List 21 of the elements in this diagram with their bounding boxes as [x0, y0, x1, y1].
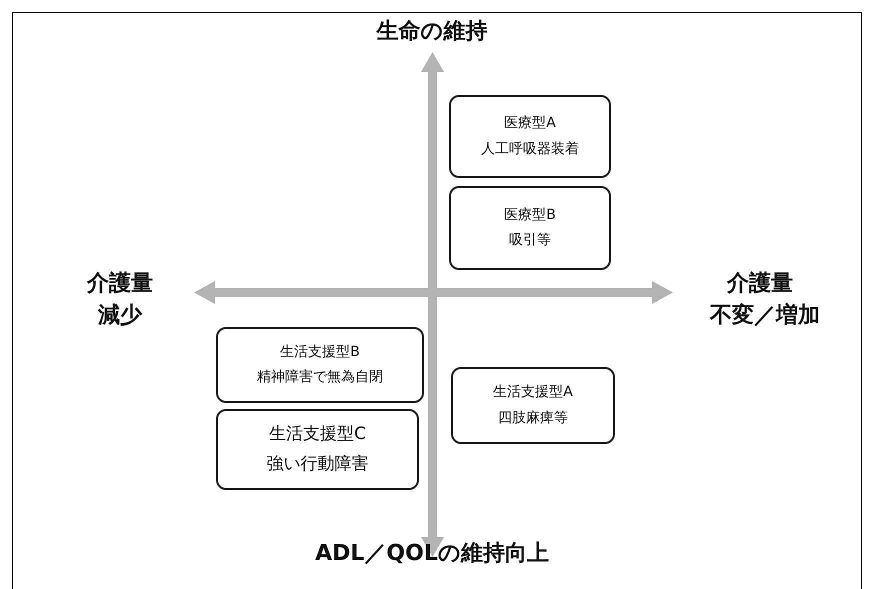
box-heading: 生活支援型B	[280, 344, 360, 361]
axis-label: 減少	[96, 302, 144, 330]
axis-label: 生命の維持	[375, 18, 488, 46]
box-heading: 生活支援型C	[269, 424, 366, 446]
axis-label: 介護量	[726, 270, 794, 298]
category-box	[449, 186, 611, 270]
box-heading: 医療型B	[504, 206, 556, 224]
axis-label: ADL／QOLの維持向上	[314, 540, 550, 568]
box-heading: 生活支援型A	[493, 384, 573, 402]
box-description: 人工呼吸器装着	[481, 140, 579, 158]
category-box	[451, 367, 615, 444]
category-box	[216, 409, 419, 490]
category-box	[449, 95, 611, 178]
category-box	[216, 327, 424, 403]
box-description: 四肢麻痺等	[498, 410, 568, 427]
box-heading: 医療型A	[504, 115, 556, 132]
box-description: 精神障害で無為自閉	[257, 369, 383, 386]
box-description: 強い行動障害	[266, 454, 368, 475]
axis-label: 介護量	[86, 270, 154, 298]
box-description: 吸引等	[509, 232, 551, 250]
axis-label: 不変／増加	[708, 302, 821, 330]
